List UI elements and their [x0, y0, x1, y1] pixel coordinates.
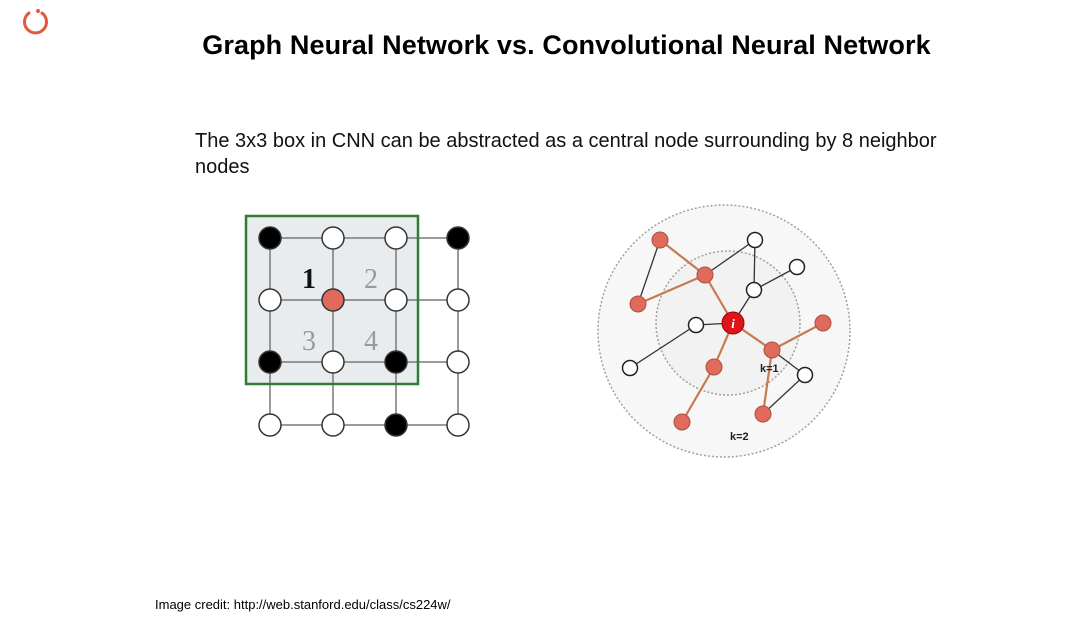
grid-lines: [269, 237, 459, 426]
grid-node: [446, 226, 470, 250]
grid-node: [321, 226, 345, 250]
graph-node: [796, 366, 814, 384]
logo-icon: [23, 9, 48, 35]
neighbor-node: [651, 231, 669, 249]
grid-label-2: 2: [364, 264, 378, 295]
grid-node: [258, 226, 282, 250]
grid-node: [258, 288, 282, 312]
graph-neighbor-nodes: [629, 231, 832, 431]
graph-node: [788, 258, 806, 276]
image-credit: Image credit: http://web.stanford.edu/cl…: [155, 597, 451, 612]
message-edges: [637, 239, 824, 423]
center-node-label: i: [731, 316, 735, 331]
neighbor-node: [673, 413, 691, 431]
neighbor-node: [763, 341, 781, 359]
grid-node: [258, 413, 282, 437]
grid-label-1: 1: [302, 264, 316, 295]
inner-ring-label: k=1: [760, 363, 779, 375]
comparison-figure: 1 2 3 4: [244, 204, 851, 458]
grid-node: [321, 413, 345, 437]
outer-ring-label: k=2: [730, 431, 749, 443]
grid-node: [446, 413, 470, 437]
graph-node: [687, 316, 705, 334]
neighbor-node: [705, 358, 723, 376]
neighbor-node: [754, 405, 772, 423]
grid-label-3: 3: [302, 326, 316, 357]
graph-center-node: [721, 311, 745, 335]
grid-nodes: [258, 226, 470, 437]
neighbor-node: [696, 266, 714, 284]
grid-label-4: 4: [364, 326, 378, 357]
graph-plain-nodes: [621, 231, 814, 384]
grid-node: [384, 288, 408, 312]
grid-center-node: [321, 288, 345, 312]
graph-node: [621, 359, 639, 377]
grid-node: [446, 350, 470, 374]
grid-node: [384, 226, 408, 250]
receptive-field-box: [244, 214, 420, 386]
graph-node: [746, 231, 764, 249]
neighbor-node: [629, 295, 647, 313]
page-title: Graph Neural Network vs. Convolutional N…: [202, 30, 931, 60]
graph-node: [745, 281, 763, 299]
grid-node: [384, 413, 408, 437]
cnn-grid-diagram: 1 2 3 4: [244, 214, 470, 437]
grid-node: [446, 288, 470, 312]
grid-node: [321, 350, 345, 374]
neighbor-node: [814, 314, 832, 332]
gnn-graph-diagram: i k=1 k=2: [597, 204, 851, 458]
grid-node: [384, 350, 408, 374]
description-text: The 3x3 box in CNN can be abstracted as …: [195, 130, 937, 178]
grid-node: [258, 350, 282, 374]
